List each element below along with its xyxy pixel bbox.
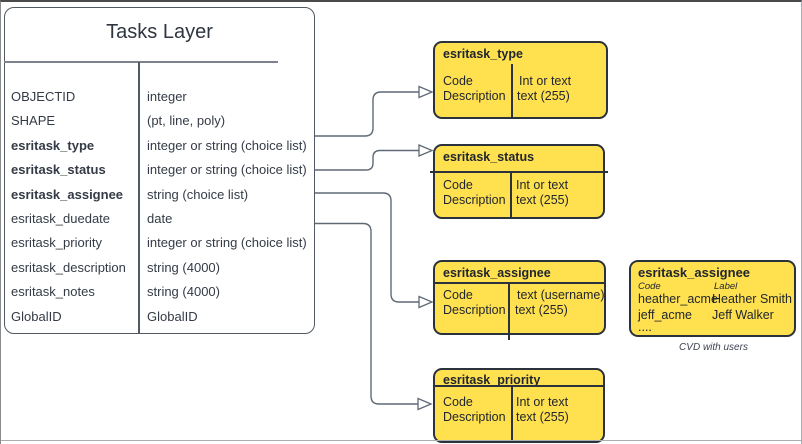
arrow-head-icon [418, 85, 434, 99]
box-title: esritask_assignee [443, 266, 551, 280]
field-type: integer or string (choice list) [147, 162, 307, 177]
box-cell: Int or text [516, 178, 569, 192]
field-type: GlobalID [147, 309, 198, 324]
cvd-col-header: Code [638, 281, 661, 292]
esritask-status-box[interactable]: esritask_status Code Description Int or … [430, 144, 608, 219]
cvd-col-header: Label [714, 281, 738, 292]
arrow-head-icon [418, 295, 434, 309]
box-cell: Code [443, 74, 473, 88]
box-column-divider [511, 385, 513, 441]
table-row: OBJECTID integer [5, 89, 314, 105]
table-row: esritask_notes string (4000) [5, 284, 314, 300]
box-cell: text (255) [516, 410, 569, 424]
box-cell: Int or text [516, 395, 569, 409]
cvd-label: Heather Smith [712, 292, 792, 306]
field-name: OBJECTID [11, 89, 76, 104]
esritask-priority-box[interactable]: esritask_priority Code Description Int o… [433, 368, 605, 443]
arrow-head-icon [417, 397, 433, 411]
table-row: SHAPE (pt, line, poly) [5, 113, 314, 129]
tasks-layer-table[interactable]: Tasks Layer OBJECTID integer SHAPE (pt, … [4, 7, 315, 334]
esritask-assignee-box[interactable]: esritask_assignee Code Description text … [433, 260, 606, 340]
box-cell: text (username) [517, 288, 605, 302]
box-cell: Description [443, 410, 506, 424]
table-row: esritask_description string (4000) [5, 260, 314, 276]
field-name: esritask_type [11, 138, 95, 153]
field-name: esritask_description [11, 260, 126, 275]
cvd-code: heather_acme [638, 292, 718, 306]
field-name: SHAPE [11, 113, 56, 128]
field-type: date [147, 211, 173, 226]
box-column-divider [510, 171, 512, 217]
edge-priority [315, 222, 418, 405]
box-column-divider [508, 282, 510, 340]
field-type: integer or string (choice list) [147, 235, 307, 250]
field-name: GlobalID [11, 309, 62, 324]
box-header-divider [435, 282, 604, 284]
field-type: string (4000) [147, 284, 220, 299]
box-cell: Description [443, 89, 506, 103]
field-name: esritask_notes [11, 284, 95, 299]
table-row: esritask_assignee string (choice list) [5, 187, 314, 203]
cvd-code: jeff_acme [638, 308, 692, 322]
field-type: string (4000) [147, 260, 220, 275]
tasks-layer-title: Tasks Layer [106, 21, 213, 43]
table-row: esritask_priority integer or string (cho… [5, 235, 314, 251]
table-row: esritask_duedate date [5, 211, 314, 227]
field-name: esritask_assignee [11, 187, 124, 202]
box-cell: Code [443, 395, 473, 409]
edge-status [315, 149, 419, 171]
field-name: esritask_priority [11, 235, 103, 250]
field-name: esritask_duedate [11, 211, 111, 226]
box-cell: Code [443, 288, 473, 302]
box-cell: text (255) [516, 193, 569, 207]
field-type: string (choice list) [147, 187, 249, 202]
field-type: (pt, line, poly) [147, 113, 226, 128]
cvd-label: Jeff Walker [712, 308, 774, 322]
box-title: esritask_assignee [638, 265, 751, 280]
edge-type [315, 91, 419, 137]
box-header-divider [430, 171, 608, 173]
title-divider [4, 61, 278, 63]
edge-assignee [315, 192, 419, 303]
box-cell: Description [443, 303, 506, 317]
box-column-divider [511, 64, 513, 117]
box-cell: Int or text [519, 74, 572, 88]
box-header-divider [435, 385, 603, 387]
arrow-head-icon [418, 144, 434, 157]
table-row: esritask_type integer or string (choice … [5, 138, 314, 154]
box-title: esritask_status [443, 150, 535, 164]
cvd-ellipsis: .... [638, 320, 652, 334]
box-title: esritask_priority [443, 373, 541, 387]
field-name: esritask_status [11, 162, 106, 177]
box-title: esritask_type [443, 47, 523, 61]
field-type: integer or string (choice list) [147, 138, 307, 153]
box-cell: Description [443, 193, 506, 207]
window-frame-bottom [1, 440, 801, 441]
table-row: GlobalID GlobalID [5, 309, 314, 325]
box-cell: text (255) [517, 89, 570, 103]
esritask-type-box[interactable]: esritask_type Code Description Int or te… [433, 41, 608, 119]
field-type: integer [147, 89, 187, 104]
box-cell: text (255) [515, 303, 568, 317]
assignee-cvd-box[interactable]: esritask_assignee Code Label heather_acm… [629, 260, 796, 337]
table-row: esritask_status integer or string (choic… [5, 162, 314, 178]
box-cell: Code [443, 178, 473, 192]
cvd-caption: CVD with users [679, 342, 748, 353]
column-divider [138, 62, 140, 333]
